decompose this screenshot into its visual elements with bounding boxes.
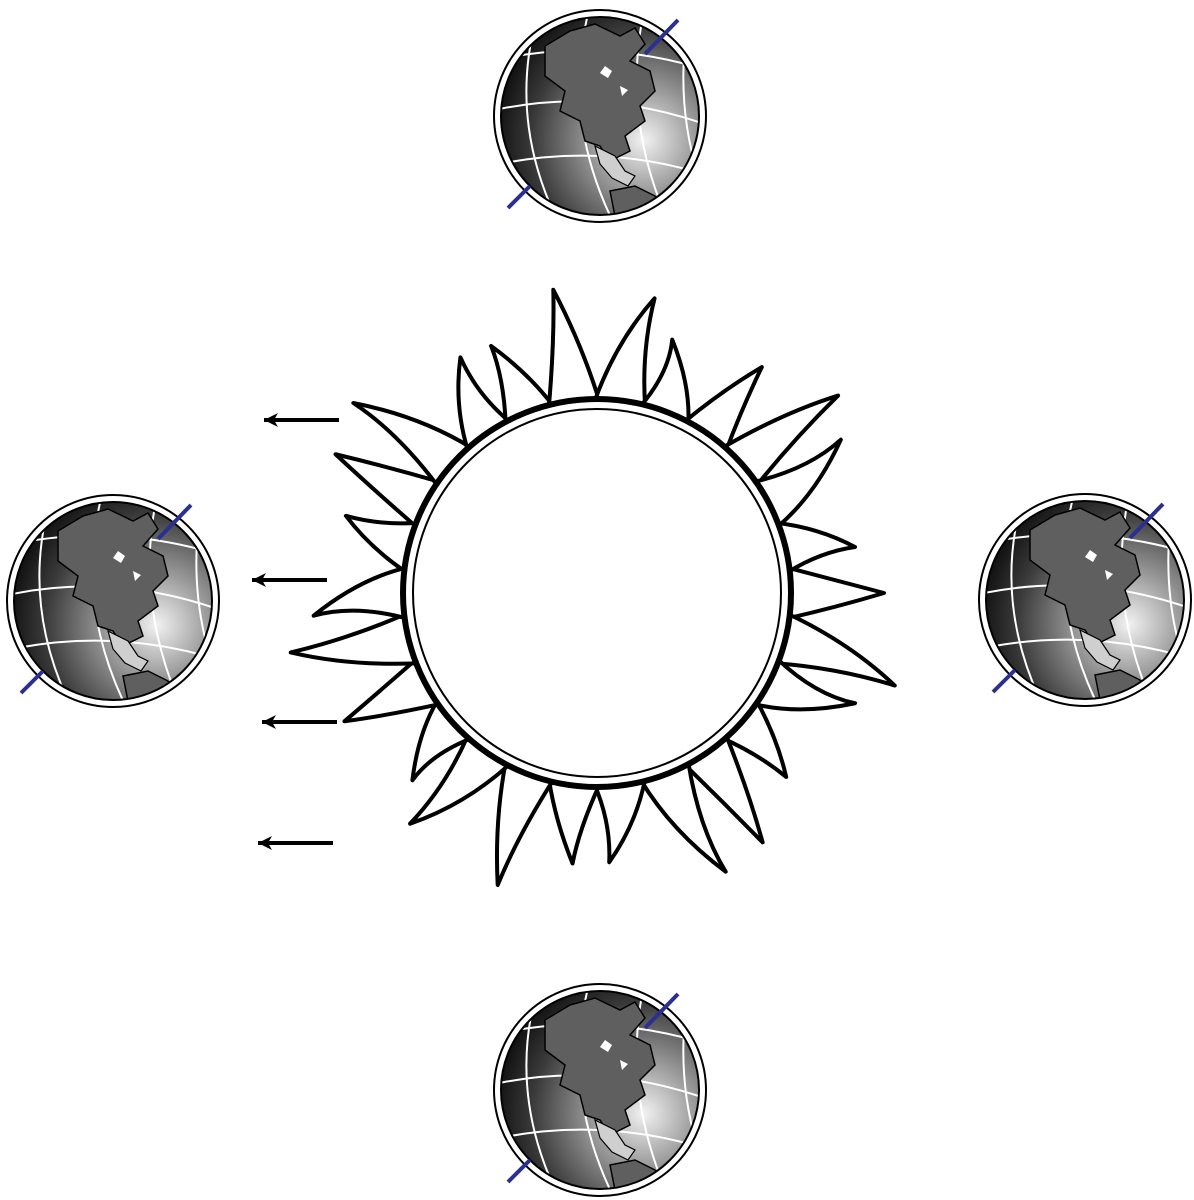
sunray-arrow-icon: [262, 715, 337, 729]
sun-flame: [549, 779, 600, 864]
sunray-arrow-icon: [264, 413, 339, 427]
sun-icon: [291, 290, 895, 885]
sunray-arrow-icon: [252, 573, 327, 587]
sun-flame: [595, 779, 646, 862]
sun-flame: [291, 614, 419, 664]
sun-flame: [314, 568, 407, 619]
sun-flame: [787, 568, 884, 619]
earth-globe-icon-bottom: [490, 980, 710, 1200]
earth-globe-icon-top: [490, 6, 710, 226]
sunray-arrow-icon: [258, 836, 333, 850]
earth-globe-icon-right: [975, 490, 1194, 710]
sun-flame: [549, 290, 600, 407]
sun-flame: [595, 298, 655, 407]
earth-globe-icon-left: [3, 491, 223, 711]
